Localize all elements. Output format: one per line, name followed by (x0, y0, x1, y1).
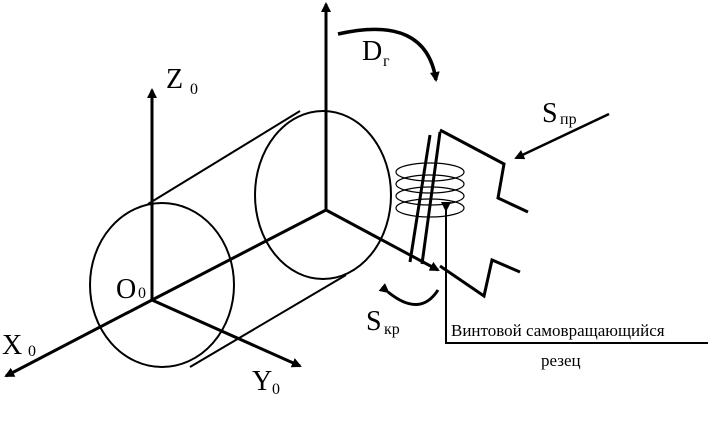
helical-cutter (395, 131, 465, 265)
cylinder-axis (151, 208, 327, 302)
x-axis-label: X (2, 330, 22, 361)
callout-leader (441, 202, 708, 344)
cutter-edge-left (408, 134, 432, 263)
axes (4, 2, 440, 378)
cylinder-front-end (89, 202, 235, 368)
z-axis-subscript: 0 (190, 81, 198, 98)
cylinder-rear-end (254, 110, 392, 280)
circular-feed-subscript: кр (384, 321, 400, 338)
z-axis-label: Z (166, 64, 183, 95)
helix-turn-4 (395, 198, 465, 218)
y-axis-subscript: 0 (272, 381, 280, 398)
y0-axis (151, 298, 302, 368)
x-axis-subscript: 0 (28, 343, 36, 360)
tool-holder (439, 128, 529, 299)
longitudinal-feed-label: S (542, 98, 558, 129)
y-axis-label: Y (252, 366, 272, 397)
longitudinal-feed-arrow (514, 112, 610, 160)
rotation-arrow (337, 27, 440, 82)
helix-turn-2 (395, 174, 465, 194)
holder-lower (439, 257, 521, 299)
workpiece-cylinder (89, 110, 392, 368)
circular-feed-arrow (378, 283, 440, 306)
callout-line-2: резец (541, 351, 581, 370)
x0-axis (4, 298, 153, 378)
cylinder-top-generatrix (147, 110, 301, 205)
cylinder-bottom-generatrix (189, 274, 347, 368)
rotation-label: D (362, 36, 382, 67)
callout-line-1: Винтовой самовращающийся (451, 321, 665, 340)
helix-turn-1 (395, 162, 465, 182)
helix-turn-3 (395, 186, 465, 206)
y-axis-rear (325, 208, 440, 272)
origin-label: O (116, 274, 136, 305)
rotation-subscript: г (383, 53, 390, 70)
origin-subscript: 0 (138, 285, 146, 302)
circular-feed-label: S (366, 306, 382, 337)
longitudinal-feed-subscript: пр (560, 111, 577, 128)
cutter-edge-right (420, 131, 442, 265)
holder-upper (439, 128, 529, 214)
